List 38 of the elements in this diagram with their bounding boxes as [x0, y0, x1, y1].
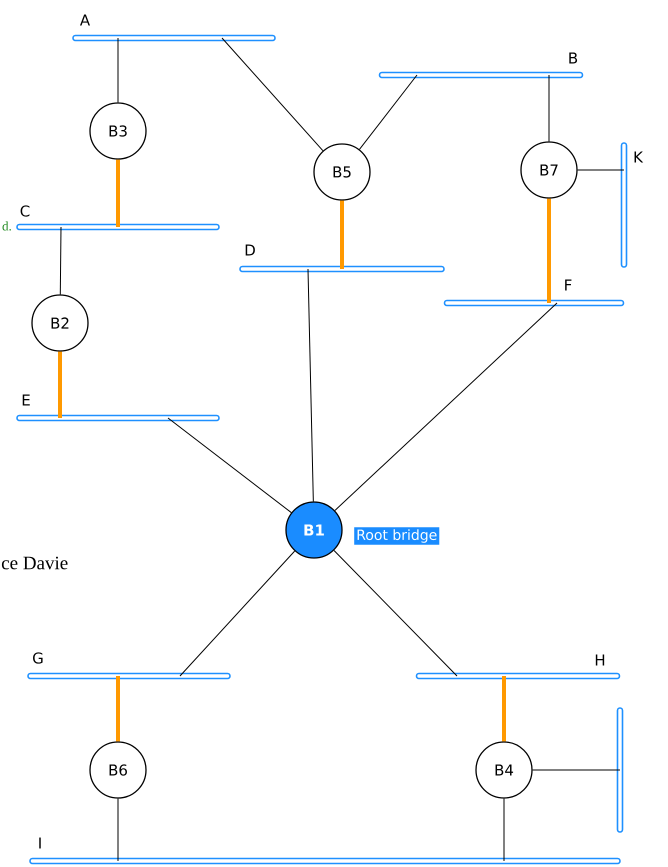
node-label: F [565, 280, 572, 290]
link-line [60, 226, 62, 295]
link-line [548, 74, 550, 142]
text-fragment: ce Davie [2, 556, 68, 570]
network-bar [616, 707, 624, 833]
network-bar: G [27, 652, 231, 680]
network-bar: D [239, 244, 445, 272]
node-label: K [634, 152, 644, 162]
callout-label: Root bridge [354, 527, 440, 545]
link-line [58, 352, 62, 418]
network-bar: K [620, 142, 644, 268]
link-line [168, 418, 292, 514]
node-label: A [80, 14, 90, 26]
link-line [116, 160, 120, 227]
network-bar: F [444, 280, 624, 306]
link-line [547, 198, 551, 303]
link-line [180, 550, 296, 676]
link-line [334, 302, 558, 511]
network-bar: E [16, 394, 220, 422]
link-line [116, 676, 120, 742]
node-label: H [596, 654, 604, 666]
link-line [502, 676, 506, 742]
link-line [222, 38, 324, 152]
node-label: G [33, 652, 43, 664]
node-label: E [22, 394, 30, 406]
network-bar: A [72, 14, 276, 42]
node-label: D [246, 244, 255, 256]
link-line [334, 550, 458, 676]
network-bar: I [29, 838, 621, 864]
link-line [340, 200, 344, 269]
node-label: I [39, 838, 41, 848]
node-label: C [20, 205, 30, 217]
node-label: B [569, 52, 578, 64]
network-bar: H [416, 654, 620, 680]
network-bar: B [378, 52, 584, 78]
link-line [359, 74, 418, 150]
network-bar: C [16, 205, 220, 230]
link-line [308, 268, 314, 502]
